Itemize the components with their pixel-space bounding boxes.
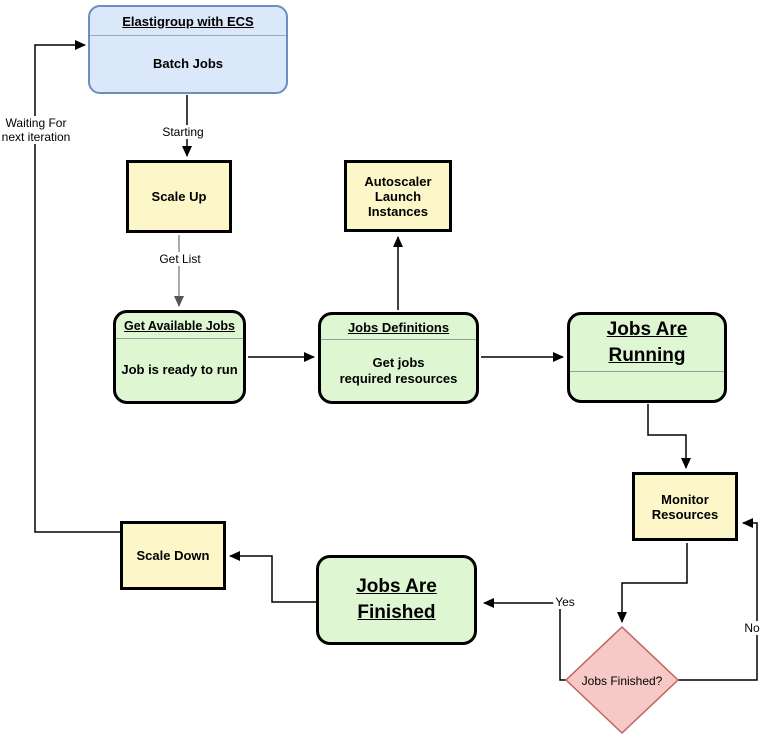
node-get-available-jobs-header: Get Available Jobs [116, 313, 243, 339]
edge-decision-yes [483, 598, 566, 681]
edge-label-yes: Yes [553, 595, 577, 609]
edge-monitor-to-decision [617, 543, 688, 623]
node-jobs-definitions-body: Get jobs required resources [339, 354, 458, 386]
node-elastigroup-batch-jobs: Elastigroup with ECS Batch Jobs [88, 5, 288, 94]
node-get-available-jobs: Get Available Jobs Job is ready to run [113, 310, 246, 404]
edge-decision-no [678, 518, 758, 681]
node-jobs-are-finished: Jobs Are Finished [316, 555, 477, 645]
node-jobs-are-finished-label: Jobs Are Finished [356, 576, 437, 623]
node-elastigroup-body: Batch Jobs [152, 56, 224, 71]
edge-label-waiting-for-next-iteration: Waiting For next iteration [0, 116, 73, 144]
node-scale-down-label: Scale Down [136, 548, 210, 563]
decision-label-jobs-finished: Jobs Finished? [581, 674, 663, 688]
node-elastigroup-header: Elastigroup with ECS [90, 7, 286, 36]
node-jobs-definitions-header: Jobs Definitions [321, 315, 476, 340]
node-elastigroup-title: Elastigroup with ECS [122, 13, 254, 29]
edge-label-no: No [742, 621, 762, 635]
node-jobs-definitions: Jobs Definitions Get jobs required resou… [318, 312, 479, 404]
node-monitor-resources-label: Monitor Resources [651, 491, 719, 522]
node-get-available-jobs-title: Get Available Jobs [124, 318, 235, 333]
edge-finished-to-scaledown [229, 551, 316, 603]
node-autoscaler-launch-instances: Autoscaler Launch Instances [344, 160, 452, 232]
node-get-available-jobs-body: Job is ready to run [121, 362, 238, 377]
edge-waiting-next-iteration [34, 40, 120, 533]
node-monitor-resources: Monitor Resources [632, 472, 738, 541]
edge-label-get-list: Get List [157, 252, 203, 266]
node-jobs-definitions-title: Jobs Definitions [347, 319, 450, 335]
edge-label-starting: Starting [160, 125, 206, 139]
node-jobs-are-running-header: Jobs Are Running [570, 315, 724, 372]
node-jobs-are-running-title: Jobs Are Running [606, 319, 688, 366]
node-jobs-are-running-body [570, 372, 724, 400]
node-scale-up: Scale Up [126, 160, 232, 233]
node-scale-down: Scale Down [120, 521, 226, 590]
node-jobs-are-running: Jobs Are Running [567, 312, 727, 403]
node-autoscaler-label: Autoscaler Launch Instances [364, 173, 432, 219]
decision-diamond-jobs-finished [564, 625, 680, 735]
node-scale-up-label: Scale Up [151, 189, 207, 204]
edge-running-to-monitor [647, 404, 691, 469]
